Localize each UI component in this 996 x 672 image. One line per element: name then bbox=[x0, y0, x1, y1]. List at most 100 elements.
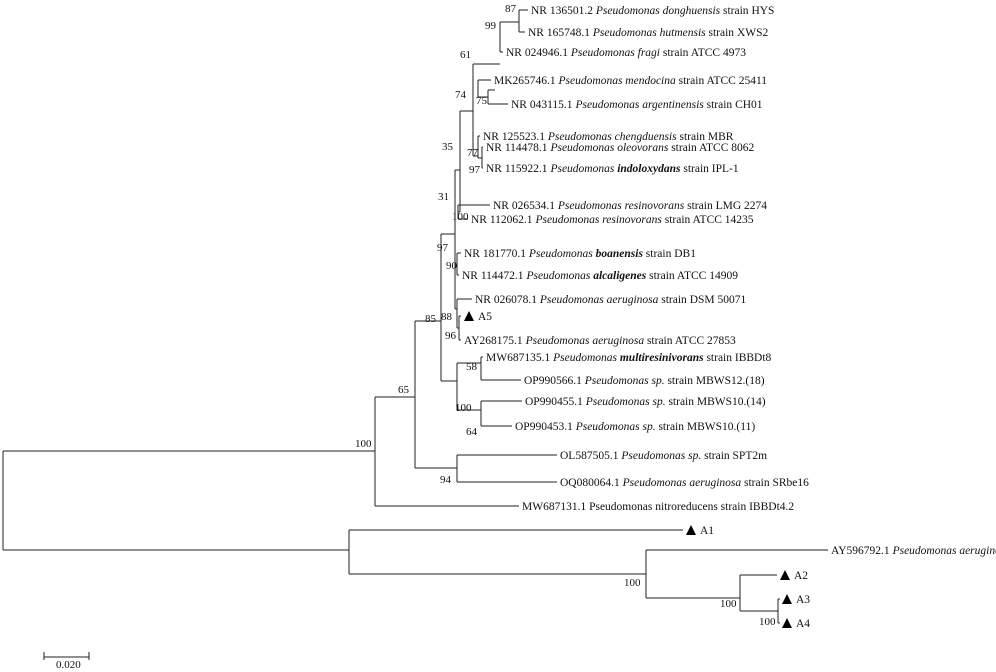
genus-name: Pseudomonas bbox=[528, 248, 593, 260]
strain-word: strain bbox=[683, 163, 709, 175]
bootstrap-value: 61 bbox=[460, 49, 471, 61]
bootstrap-number: 96 bbox=[445, 330, 457, 342]
genus-name: Pseudomonas bbox=[570, 47, 635, 59]
scale-value: 0.020 bbox=[56, 659, 81, 671]
taxon-label: NR 165748.1 Pseudomonas hutmensis strain… bbox=[528, 27, 768, 39]
species-epithet: resinovorans bbox=[602, 214, 662, 226]
bootstrap-value: 100 bbox=[759, 616, 776, 628]
bootstrap-number: 100 bbox=[452, 211, 469, 223]
genus-name: Pseudomonas bbox=[525, 270, 590, 282]
accession-number: NR 165748.1 bbox=[528, 27, 590, 39]
taxon-name: MW687131.1 Pseudomonas nitroreducens str… bbox=[522, 501, 794, 513]
triangle-marker-icon bbox=[686, 525, 696, 535]
scale-bar-label: 0.020 bbox=[56, 659, 81, 671]
strain-id: HYS bbox=[751, 5, 774, 17]
bootstrap-number: 31 bbox=[438, 191, 449, 203]
accession-number: NR 024946.1 bbox=[506, 47, 568, 59]
bootstrap-number: 58 bbox=[466, 361, 478, 373]
bootstrap-value: 87 bbox=[505, 3, 517, 15]
genus-name: Pseudomonas bbox=[558, 75, 623, 87]
taxon-label: NR 026534.1 Pseudomonas resinovorans str… bbox=[493, 200, 767, 212]
genus-name: Pseudomonas bbox=[549, 142, 614, 154]
bootstrap-value: 74 bbox=[455, 89, 467, 101]
accession-number: OP990455.1 bbox=[525, 396, 583, 408]
bootstrap-number: 64 bbox=[466, 426, 478, 438]
strain-word: strain bbox=[663, 47, 689, 59]
bootstrap-value: 99 bbox=[485, 20, 497, 32]
genus-name: Pseudomonas bbox=[592, 27, 657, 39]
genus-name: Pseudomonas bbox=[549, 163, 614, 175]
species-epithet: sp. bbox=[688, 450, 701, 462]
strain-word: strain bbox=[709, 27, 735, 39]
accession-number: OQ080064.1 bbox=[560, 477, 620, 489]
sample-label: A4 bbox=[796, 618, 810, 630]
taxon-label: MK265746.1 Pseudomonas mendocina strain … bbox=[494, 75, 767, 87]
accession-number: OL587505.1 bbox=[560, 450, 619, 462]
species-epithet: sp. bbox=[642, 421, 655, 433]
tree-branches bbox=[2, 9, 828, 660]
strain-word: strain bbox=[707, 99, 733, 111]
bootstrap-value: 94 bbox=[440, 474, 452, 486]
strain-word: strain bbox=[723, 5, 749, 17]
bootstrap-number: 100 bbox=[455, 402, 472, 414]
taxon-label: NR 181770.1 Pseudomonas boanensis strain… bbox=[464, 248, 696, 260]
strain-id: XWS2 bbox=[737, 27, 769, 39]
strain-word: strain bbox=[668, 396, 694, 408]
bootstrap-value: 88 bbox=[441, 311, 453, 323]
bootstrap-number: 100 bbox=[624, 577, 641, 589]
strain-word: strain bbox=[704, 450, 730, 462]
species-epithet: indoloxydans bbox=[617, 163, 681, 175]
strain-word: strain bbox=[679, 131, 705, 143]
bootstrap-value: 100 bbox=[624, 577, 641, 589]
sample-id: A5 bbox=[478, 311, 492, 323]
sample-id: A3 bbox=[796, 594, 810, 606]
species-epithet: oleovorans bbox=[617, 142, 669, 154]
species-epithet: aeruginosa bbox=[959, 545, 996, 557]
species-epithet: aeruginosa bbox=[607, 294, 659, 306]
taxon-label: NR 043115.1 Pseudomonas argentinensis st… bbox=[511, 99, 763, 111]
sample-id: A2 bbox=[794, 570, 808, 582]
taxon-label: MW687135.1 Pseudomonas multiresinivorans… bbox=[486, 352, 772, 364]
taxon-label: OP990566.1 Pseudomonas sp. strain MBWS12… bbox=[524, 375, 765, 387]
strain-word: strain bbox=[671, 142, 697, 154]
strain-id: IPL-1 bbox=[712, 163, 739, 175]
genus-name: Pseudomonas bbox=[534, 214, 599, 226]
accession-number: OP990566.1 bbox=[524, 375, 582, 387]
species-epithet: argentinensis bbox=[642, 99, 704, 111]
strain-word: strain bbox=[646, 248, 672, 260]
accession-number: AY268175.1 bbox=[464, 335, 523, 347]
bootstrap-value: 58 bbox=[466, 361, 478, 373]
strain-word: strain bbox=[658, 421, 684, 433]
genus-name: Pseudomonas bbox=[622, 477, 687, 489]
strain-word: strain bbox=[661, 294, 687, 306]
bootstrap-value: 31 bbox=[438, 191, 449, 203]
bootstrap-number: 61 bbox=[460, 49, 471, 61]
bootstrap-value: 65 bbox=[398, 384, 410, 396]
taxon-label: OP990453.1 Pseudomonas sp. strain MBWS10… bbox=[515, 421, 755, 433]
bootstrap-number: 100 bbox=[355, 438, 372, 450]
strain-id: LMG 2274 bbox=[716, 200, 768, 212]
bootstrap-number: 75 bbox=[476, 95, 488, 107]
strain-word: strain bbox=[706, 352, 732, 364]
bootstrap-number: 88 bbox=[441, 311, 453, 323]
taxon-label: NR 136501.2 Pseudomonas donghuensis stra… bbox=[531, 5, 774, 17]
strain-id: IBBDt8 bbox=[735, 352, 772, 364]
sample-label: A1 bbox=[700, 525, 714, 537]
strain-id: ATCC 14909 bbox=[677, 270, 738, 282]
bootstrap-value: 75 bbox=[476, 95, 488, 107]
sample-label: A2 bbox=[794, 570, 808, 582]
strain-id: SRbe16 bbox=[772, 477, 809, 489]
taxon-label: NR 114472.1 Pseudomonas alcaligenes stra… bbox=[462, 270, 738, 282]
strain-word: strain bbox=[687, 200, 713, 212]
species-epithet: donghuensis bbox=[663, 5, 721, 17]
accession-number: NR 043115.1 bbox=[511, 99, 573, 111]
bootstrap-value: 64 bbox=[466, 426, 478, 438]
strain-word: strain bbox=[647, 335, 673, 347]
triangle-marker-icon bbox=[780, 570, 790, 580]
genus-name: Pseudomonas bbox=[575, 421, 640, 433]
genus-name: Pseudomonas bbox=[620, 450, 685, 462]
sample-label: A5 bbox=[478, 311, 492, 323]
bootstrap-value: 77 bbox=[467, 147, 479, 159]
species-epithet: boanensis bbox=[596, 248, 644, 260]
species-epithet: hutmensis bbox=[660, 27, 707, 39]
